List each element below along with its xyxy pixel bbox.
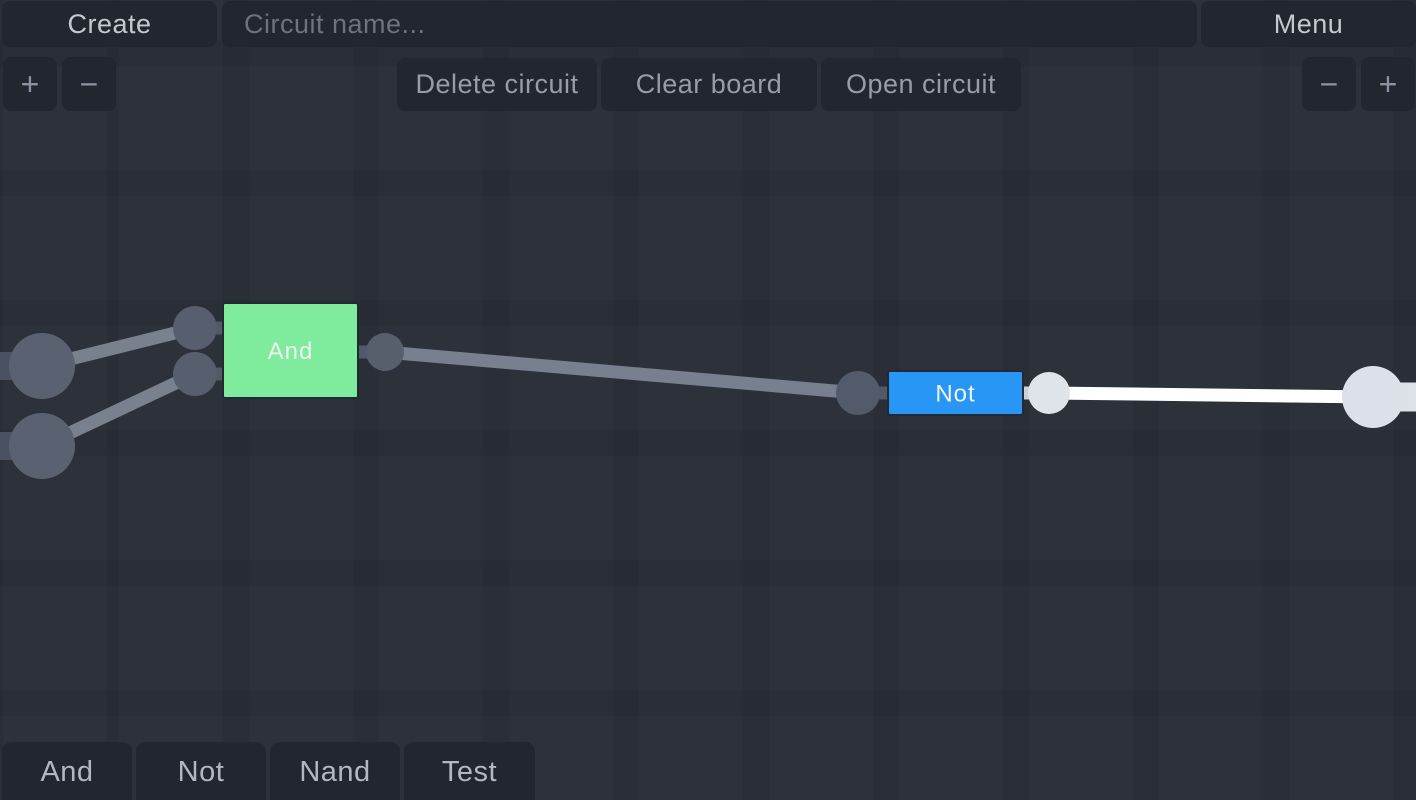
zoom-out-right-button[interactable]: − <box>1302 57 1356 111</box>
open-circuit-button[interactable]: Open circuit <box>821 58 1021 111</box>
gate-not-label: Not <box>935 381 975 408</box>
delete-circuit-button[interactable]: Delete circuit <box>397 58 597 111</box>
not-output-connector-on[interactable] <box>1028 372 1070 414</box>
gate-and[interactable] <box>222 302 359 399</box>
not-input-connector[interactable] <box>836 371 880 415</box>
and-output-connector[interactable] <box>366 333 404 371</box>
gate-not[interactable] <box>887 370 1024 416</box>
and-input-connector-1[interactable] <box>173 306 217 350</box>
palette-item-nand[interactable]: Nand <box>270 742 400 800</box>
clear-board-button[interactable]: Clear board <box>601 58 817 111</box>
zoom-out-left-button[interactable]: − <box>62 57 116 111</box>
menu-button[interactable]: Menu <box>1201 1 1416 47</box>
zoom-in-right-button[interactable]: + <box>1361 57 1415 111</box>
zoom-in-left-button[interactable]: + <box>3 57 57 111</box>
output-node-on[interactable] <box>1342 366 1404 428</box>
circuit-name-input[interactable] <box>222 1 1197 47</box>
palette-item-test[interactable]: Test <box>404 742 535 800</box>
input-node-a[interactable] <box>9 333 75 399</box>
create-button[interactable]: Create <box>2 1 217 47</box>
wire-not-to-output-on[interactable] <box>1048 386 1374 404</box>
gate-and-label: And <box>268 338 314 365</box>
wire-and-to-not[interactable] <box>384 345 859 400</box>
and-input-connector-2[interactable] <box>173 352 217 396</box>
palette-item-and[interactable]: And <box>2 742 132 800</box>
input-node-b[interactable] <box>9 413 75 479</box>
palette-item-not[interactable]: Not <box>136 742 266 800</box>
